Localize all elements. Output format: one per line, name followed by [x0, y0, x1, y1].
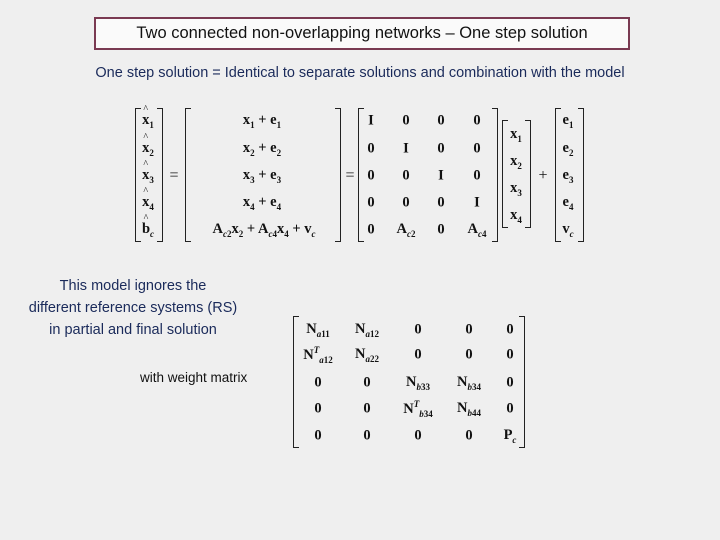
- lhs-element: x4: [142, 186, 154, 212]
- weight-element: Na12: [355, 321, 379, 339]
- mid-element: x1 + e1: [242, 112, 282, 130]
- mid-left-bracket: [185, 108, 191, 242]
- weight-element: 0: [314, 374, 322, 391]
- weight-element: 0: [506, 400, 514, 417]
- mid-right-bracket: [335, 108, 341, 242]
- weight-element: Na22: [355, 346, 379, 364]
- weight-element: 0: [363, 374, 371, 391]
- design-element: I: [403, 140, 409, 157]
- weight-element: Nb44: [457, 400, 481, 418]
- design-element: 0: [367, 221, 375, 238]
- design-element: Ac4: [467, 221, 487, 239]
- lhs-left-bracket: [135, 108, 141, 242]
- unknown-element: x4: [510, 207, 522, 225]
- weight-element: 0: [414, 427, 422, 444]
- weight-element: 0: [363, 427, 371, 444]
- unknown-element: x1: [510, 126, 522, 144]
- weight-element: 0: [465, 427, 473, 444]
- design-right-bracket: [492, 108, 498, 242]
- model-note-line-3: in partial and final solution: [49, 322, 217, 338]
- error-element: vc: [562, 221, 574, 239]
- design-element: 0: [437, 140, 445, 157]
- unknown-element: x2: [510, 153, 522, 171]
- weight-element: 0: [414, 346, 422, 363]
- design-element: 0: [473, 112, 481, 129]
- weight-element: 0: [363, 400, 371, 417]
- equals-sign: =: [169, 167, 179, 184]
- errors-right-bracket: [578, 108, 584, 242]
- lhs-element: x1: [142, 104, 154, 130]
- weight-element: 0: [506, 321, 514, 338]
- design-element: 0: [437, 221, 445, 238]
- design-element: I: [474, 194, 480, 211]
- error-element: e2: [562, 140, 574, 158]
- weight-element: 0: [314, 400, 322, 417]
- design-element: 0: [473, 167, 481, 184]
- design-element: 0: [367, 194, 375, 211]
- weight-element: 0: [506, 374, 514, 391]
- weight-element: Pc: [503, 427, 517, 445]
- design-element: 0: [437, 112, 445, 129]
- lhs-right-bracket: [157, 108, 163, 242]
- unknowns-right-bracket: [525, 120, 531, 228]
- model-note-line-1: This model ignores the: [59, 278, 207, 294]
- design-element: I: [438, 167, 444, 184]
- weight-element: NTa12: [303, 345, 333, 365]
- slide-subtitle: One step solution = Identical to separat…: [95, 65, 625, 81]
- error-element: e3: [562, 167, 574, 185]
- errors-left-bracket: [555, 108, 561, 242]
- lhs-element: x3: [142, 159, 154, 185]
- weight-element: 0: [465, 321, 473, 338]
- weight-element: 0: [465, 346, 473, 363]
- weight-element: 0: [414, 321, 422, 338]
- design-element: 0: [367, 167, 375, 184]
- design-element: 0: [437, 194, 445, 211]
- design-left-bracket: [358, 108, 364, 242]
- design-element: 0: [367, 140, 375, 157]
- plus-sign: +: [538, 167, 548, 184]
- equals-sign: =: [345, 167, 355, 184]
- weight-element: NTb34: [403, 399, 433, 419]
- weight-element: 0: [506, 346, 514, 363]
- model-note-line-2: different reference systems (RS): [28, 300, 238, 316]
- mid-element: x2 + e2: [242, 140, 282, 158]
- mid-element: x4 + e4: [242, 194, 282, 212]
- design-element: I: [368, 112, 374, 129]
- lhs-element: x2: [142, 132, 154, 158]
- design-element: Ac2: [396, 221, 416, 239]
- model-note: This model ignores the different referen…: [8, 275, 258, 341]
- weight-element: Nb33: [406, 374, 430, 392]
- unknown-element: x3: [510, 180, 522, 198]
- mid-element: x3 + e3: [242, 167, 282, 185]
- mid-element: Ac2x2 + Ac4x4 + vc: [212, 221, 316, 239]
- weight-right-bracket: [519, 316, 525, 448]
- error-element: e1: [562, 112, 574, 130]
- design-element: 0: [402, 167, 410, 184]
- weight-matrix-label: with weight matrix: [140, 370, 248, 385]
- weight-element: Nb34: [457, 374, 481, 392]
- weight-left-bracket: [293, 316, 299, 448]
- slide-title: Two connected non-overlapping networks –…: [94, 17, 630, 50]
- design-element: 0: [402, 112, 410, 129]
- error-element: e4: [562, 194, 574, 212]
- design-element: 0: [402, 194, 410, 211]
- weight-element: 0: [314, 427, 322, 444]
- weight-element: Na11: [306, 321, 330, 339]
- lhs-element: bc: [142, 213, 154, 239]
- design-element: 0: [473, 140, 481, 157]
- unknowns-left-bracket: [502, 120, 508, 228]
